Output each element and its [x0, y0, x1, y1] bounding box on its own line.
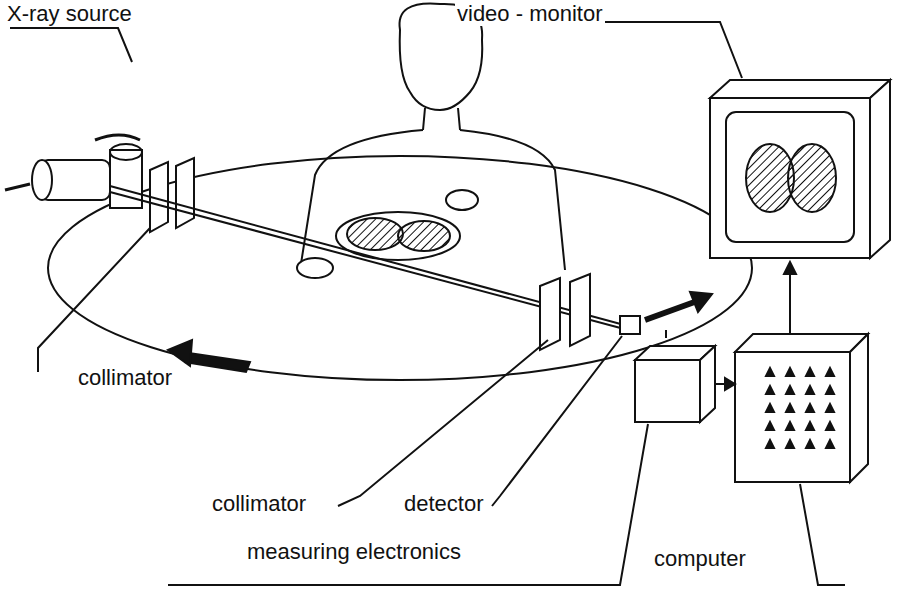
- computer-button: [826, 440, 834, 448]
- computer-button: [806, 440, 814, 448]
- computer-button: [786, 368, 794, 376]
- computer-button: [806, 386, 814, 394]
- computer-button: [766, 440, 774, 448]
- part-label: X-ray source: [5, 2, 134, 26]
- computer-button: [766, 404, 774, 412]
- computer-button: [786, 440, 794, 448]
- part-label: collimator: [76, 366, 174, 390]
- part-label: video - monitor: [455, 2, 605, 26]
- computer-button: [826, 422, 834, 430]
- computer-button: [786, 404, 794, 412]
- computer-button: [826, 404, 834, 412]
- computer-button: [826, 368, 834, 376]
- part-label: detector: [402, 492, 486, 516]
- part-label: collimator: [210, 492, 308, 516]
- part-label: computer: [652, 547, 748, 571]
- part-label: measuring electronics: [245, 540, 463, 564]
- computer-button: [806, 368, 814, 376]
- computer-button: [766, 368, 774, 376]
- computer-button: [806, 404, 814, 412]
- computer-button: [766, 386, 774, 394]
- computer-button: [806, 422, 814, 430]
- computer-button: [826, 386, 834, 394]
- computer-button: [766, 422, 774, 430]
- computer-button: [786, 386, 794, 394]
- computer-button: [786, 422, 794, 430]
